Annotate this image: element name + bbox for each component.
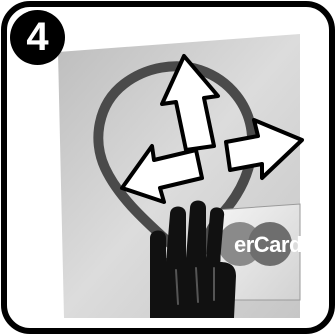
step-number-badge: 4 bbox=[10, 10, 65, 65]
card-logo-text: erCard bbox=[234, 232, 302, 257]
